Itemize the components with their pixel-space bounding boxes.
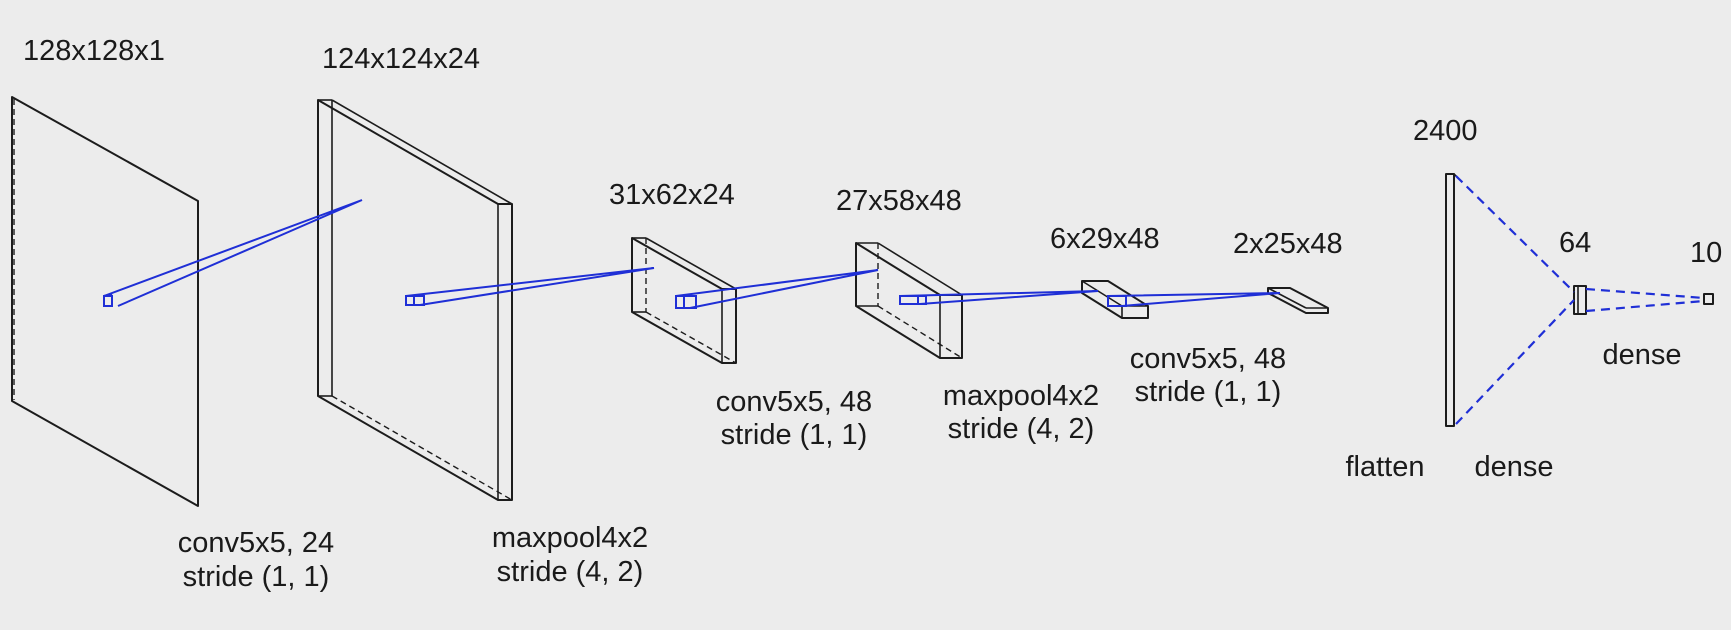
- op-label-flatten: flatten: [1346, 451, 1425, 483]
- layer-input-box: [11, 96, 199, 507]
- layer-conv3-box: [1267, 287, 1329, 314]
- op-stride-conv2: stride (1, 1): [721, 419, 868, 451]
- shape-label-input: 128x128x1: [23, 35, 165, 67]
- connection-conv1: [103, 199, 363, 307]
- shape-label-pool1: 31x62x24: [609, 179, 735, 211]
- layer-pool1-box: [631, 237, 737, 364]
- shape-label-dense2: 10: [1690, 237, 1722, 269]
- op-label-conv3: conv5x5, 48: [1130, 343, 1286, 375]
- layer-conv2-box: [855, 242, 963, 359]
- op-label-conv1: conv5x5, 24: [178, 527, 334, 559]
- op-stride-pool1: stride (4, 2): [497, 556, 644, 588]
- connection-flatten-to-dense: [1455, 175, 1575, 425]
- shape-label-dense1: 64: [1559, 227, 1591, 259]
- shape-label-conv1: 124x124x24: [322, 43, 480, 75]
- shape-label-conv2: 27x58x48: [836, 185, 962, 217]
- layer-dense2-node: [1703, 293, 1714, 305]
- shape-label-pool2: 6x29x48: [1050, 223, 1160, 255]
- layer-pool2-box: [1081, 280, 1149, 319]
- layer-conv1-box: [317, 99, 513, 501]
- op-stride-pool2: stride (4, 2): [948, 413, 1095, 445]
- op-stride-conv1: stride (1, 1): [183, 561, 330, 593]
- connection-dense-to-output: [1585, 287, 1705, 313]
- op-label-dense2: dense: [1602, 339, 1681, 371]
- op-label-dense1: dense: [1474, 451, 1553, 483]
- layer-dense1-bar: [1573, 285, 1587, 315]
- op-label-pool2: maxpool4x2: [943, 380, 1099, 412]
- connection-conv2: [675, 269, 879, 309]
- connection-pool1: [405, 267, 655, 306]
- shape-label-flatten: 2400: [1413, 115, 1478, 147]
- shape-label-conv3: 2x25x48: [1233, 228, 1343, 260]
- op-label-conv2: conv5x5, 48: [716, 386, 872, 418]
- layer-flatten-bar: [1445, 173, 1459, 427]
- connection-pool2: [899, 290, 1099, 305]
- op-stride-conv3: stride (1, 1): [1135, 376, 1282, 408]
- op-label-pool1: maxpool4x2: [492, 522, 648, 554]
- connection-conv3: [1107, 292, 1281, 307]
